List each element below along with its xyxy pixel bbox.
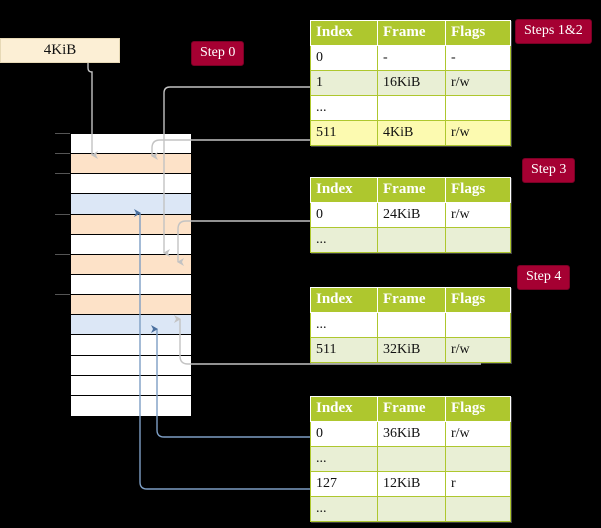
memory-scale-tick — [55, 133, 70, 134]
cell-frame: 16KiB — [377, 70, 446, 96]
cell-frame: 12KiB — [377, 471, 446, 497]
cell-index: ... — [310, 496, 378, 522]
column-header-frame: Frame — [377, 177, 446, 203]
physical-memory-column — [70, 133, 191, 416]
cell-frame — [377, 227, 446, 253]
memory-frame-cell — [71, 174, 191, 195]
cell-frame — [377, 312, 446, 338]
table-row[interactable]: ... — [310, 496, 511, 522]
column-header-flags: Flags — [445, 20, 511, 46]
memory-frame-cell — [71, 194, 191, 215]
cell-flags — [445, 496, 511, 522]
cell-index: ... — [310, 446, 378, 472]
cell-index: 1 — [310, 70, 378, 96]
cell-flags: r/w — [445, 202, 511, 228]
column-header-frame: Frame — [377, 396, 446, 422]
memory-frame-cell — [71, 154, 191, 175]
column-header-flags: Flags — [445, 287, 511, 313]
table-row[interactable]: 0-- — [310, 45, 511, 71]
memory-frame-cell — [71, 315, 191, 336]
cell-index: 0 — [310, 45, 378, 71]
memory-frame-cell — [71, 275, 191, 296]
table-row[interactable]: ... — [310, 95, 511, 121]
table-row[interactable]: ... — [310, 312, 511, 338]
cell-index: 511 — [310, 337, 378, 363]
column-header-frame: Frame — [377, 20, 446, 46]
step-label-step-3: Step 3 — [522, 158, 576, 183]
memory-scale-tick — [55, 294, 70, 296]
source-box-label: 4KiB — [43, 42, 77, 58]
column-header-frame: Frame — [377, 287, 446, 313]
memory-scale-tick — [55, 153, 70, 155]
column-header-index: Index — [310, 396, 378, 422]
step-label-steps-1-2: Steps 1&2 — [515, 19, 592, 44]
memory-frame-cell — [71, 375, 191, 396]
column-header-index: Index — [310, 177, 378, 203]
table-row[interactable]: ... — [310, 227, 511, 253]
memory-frame-cell — [71, 214, 191, 235]
column-header-flags: Flags — [445, 396, 511, 422]
step-label-step-4: Step 4 — [517, 265, 571, 290]
memory-frame-cell — [71, 355, 191, 376]
cell-flags: r — [445, 471, 511, 497]
cell-flags: r/w — [445, 421, 511, 447]
cell-index: 0 — [310, 202, 378, 228]
memory-scale-tick — [55, 173, 70, 175]
cell-frame — [377, 496, 446, 522]
cell-frame: 36KiB — [377, 421, 446, 447]
source-box-4kib: 4KiB — [0, 38, 120, 63]
column-header-index: Index — [310, 20, 378, 46]
cell-frame: - — [377, 45, 446, 71]
memory-frame-cell — [71, 295, 191, 316]
cell-flags — [445, 312, 511, 338]
cell-frame: 4KiB — [377, 120, 446, 146]
cell-flags — [445, 227, 511, 253]
cell-flags: r/w — [445, 120, 511, 146]
memory-frame-cell — [71, 134, 191, 155]
step-label-step-0: Step 0 — [191, 41, 245, 66]
cell-index: 127 — [310, 471, 378, 497]
memory-scale-tick — [55, 253, 70, 255]
cell-flags — [445, 446, 511, 472]
column-header-index: Index — [310, 287, 378, 313]
cell-frame — [377, 95, 446, 121]
cell-flags: r/w — [445, 70, 511, 96]
cell-flags — [445, 95, 511, 121]
cell-index: ... — [310, 227, 378, 253]
cell-index: ... — [310, 95, 378, 121]
cell-frame: 24KiB — [377, 202, 446, 228]
cell-frame — [377, 446, 446, 472]
cell-flags: r/w — [445, 337, 511, 363]
cell-index: 0 — [310, 421, 378, 447]
memory-scale-tick — [55, 213, 70, 215]
cell-index: 511 — [310, 120, 378, 146]
memory-frame-cell — [71, 254, 191, 275]
table-row[interactable]: ... — [310, 446, 511, 472]
column-header-flags: Flags — [445, 177, 511, 203]
memory-frame-cell — [71, 234, 191, 255]
memory-frame-cell — [71, 335, 191, 356]
cell-index: ... — [310, 312, 378, 338]
cell-frame: 32KiB — [377, 337, 446, 363]
cell-flags: - — [445, 45, 511, 71]
memory-frame-cell — [71, 395, 191, 416]
